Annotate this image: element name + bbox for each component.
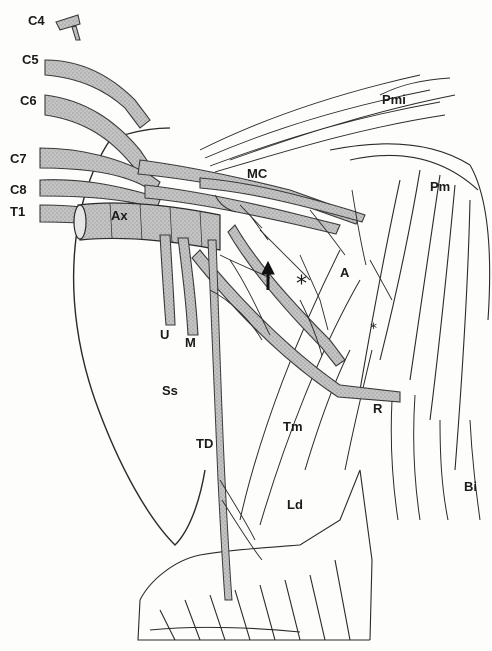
ulnar-median-nerves bbox=[160, 235, 198, 335]
label-mc: MC bbox=[247, 167, 267, 180]
pectoralis-major bbox=[330, 144, 490, 470]
median-nerve bbox=[178, 238, 198, 335]
label-t1: T1 bbox=[10, 205, 25, 218]
label-u: U bbox=[160, 328, 169, 341]
large-asterisk-marker: * bbox=[296, 274, 307, 296]
label-c7: C7 bbox=[10, 152, 27, 165]
label-bi: Bi bbox=[464, 480, 477, 493]
nerve-roots bbox=[40, 15, 160, 228]
label-pmi: Pmi bbox=[382, 93, 406, 106]
axillary-artery bbox=[74, 203, 220, 250]
ulnar-nerve bbox=[160, 235, 175, 325]
biceps bbox=[391, 395, 480, 520]
label-ax: Ax bbox=[111, 209, 128, 222]
label-c6: C6 bbox=[20, 94, 37, 107]
label-a: A bbox=[340, 266, 349, 279]
label-pm: Pm bbox=[430, 180, 450, 193]
small-asterisk-marker: * bbox=[370, 322, 377, 336]
label-ld: Ld bbox=[287, 498, 303, 511]
pectoralis-minor bbox=[200, 75, 455, 172]
label-c4: C4 bbox=[28, 14, 45, 27]
label-tm: Tm bbox=[283, 420, 303, 433]
label-c5: C5 bbox=[22, 53, 39, 66]
label-r: R bbox=[373, 402, 382, 415]
label-m: M bbox=[185, 336, 196, 349]
label-td: TD bbox=[196, 437, 213, 450]
latissimus-dorsi bbox=[138, 470, 372, 640]
label-ss: Ss bbox=[162, 384, 178, 397]
label-c8: C8 bbox=[10, 183, 27, 196]
